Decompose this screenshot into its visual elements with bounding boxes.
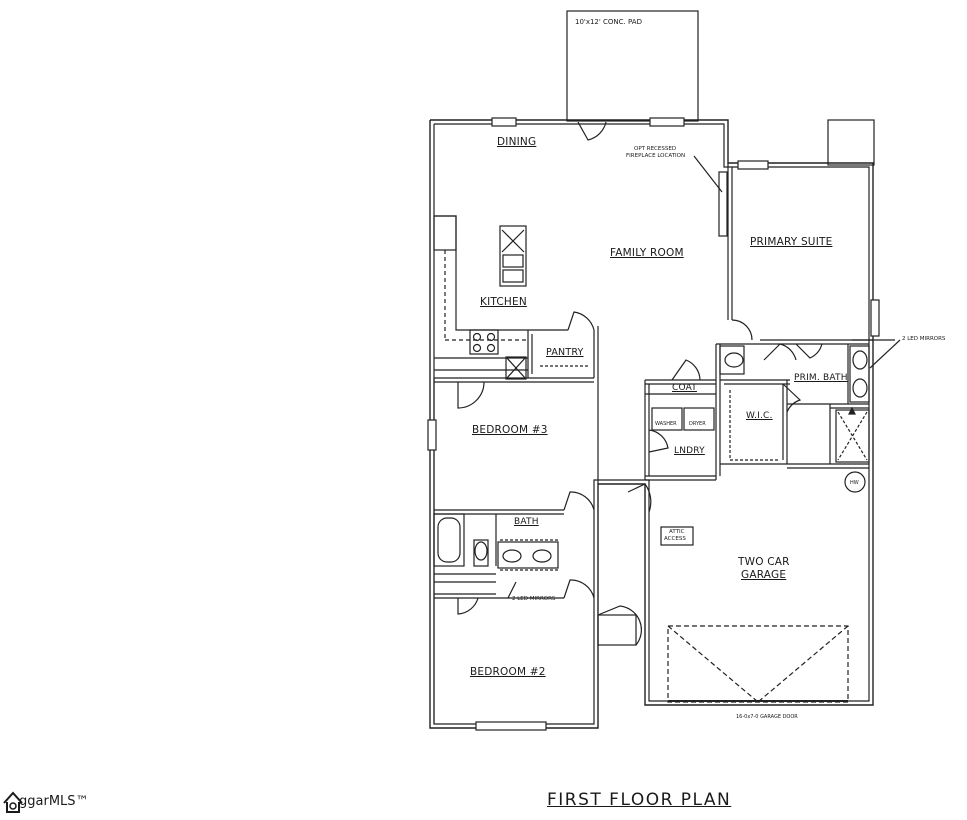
note-water-heater: HW	[850, 480, 859, 486]
fridge	[433, 215, 457, 251]
note-fireplace-line2: FIREPLACE LOCATION	[626, 153, 686, 159]
plan-title: FIRST FLOOR PLAN	[547, 790, 732, 810]
mls-logo: ggarMLS™	[2, 790, 102, 814]
note-led-mirrors-bath: 2 LED MIRRORS	[512, 596, 556, 602]
water-heater	[844, 471, 866, 493]
house-logo-icon	[3, 791, 23, 813]
toilet	[473, 539, 489, 567]
range	[469, 329, 499, 355]
room-label-pantry: PANTRY	[546, 347, 584, 358]
washer	[651, 407, 683, 431]
room-label-garage-line1: TWO CAR	[738, 556, 790, 568]
kitchen-island	[499, 225, 527, 287]
note-attic-line1: ATTIC	[669, 529, 685, 535]
room-label-prim-bath: PRIM. BATH	[794, 373, 848, 383]
garage-door-swing	[667, 625, 849, 703]
room-label-bedroom3: BEDROOM #3	[472, 424, 548, 436]
note-led-mirrors-primary: 2 LED MIRRORS	[902, 336, 946, 342]
room-label-primary-suite: PRIMARY SUITE	[750, 236, 833, 248]
room-label-garage-line2: GARAGE	[741, 569, 787, 581]
room-label-lndry: LNDRY	[674, 446, 705, 456]
vanity	[497, 541, 559, 569]
note-attic-line2: ACCESS	[664, 536, 686, 542]
room-label-bath: BATH	[514, 517, 539, 527]
note-garage-door: 16-0x7-0 GARAGE DOOR	[736, 714, 798, 720]
logo-text: ggarMLS™	[19, 794, 89, 809]
fireplace	[718, 171, 728, 237]
room-label-coat: COAT	[672, 383, 697, 393]
room-label-wic: W.I.C.	[746, 411, 773, 421]
room-label-bedroom2: BEDROOM #2	[470, 666, 546, 678]
primary-vanity	[849, 345, 870, 403]
concrete-pad	[566, 10, 699, 122]
primary-toilet	[719, 345, 745, 375]
chimney	[827, 119, 875, 166]
room-label-dining: DINING	[497, 136, 537, 148]
dryer	[683, 407, 715, 431]
note-concrete-pad: 10'x12' CONC. PAD	[575, 18, 642, 26]
note-dryer: DRYER	[689, 421, 706, 427]
room-label-kitchen: KITCHEN	[480, 296, 527, 308]
note-fireplace-line1: OPT RECESSED	[634, 146, 677, 152]
room-label-family-room: FAMILY ROOM	[610, 247, 684, 259]
attic-access	[660, 526, 694, 546]
note-washer: WASHER	[655, 421, 677, 427]
